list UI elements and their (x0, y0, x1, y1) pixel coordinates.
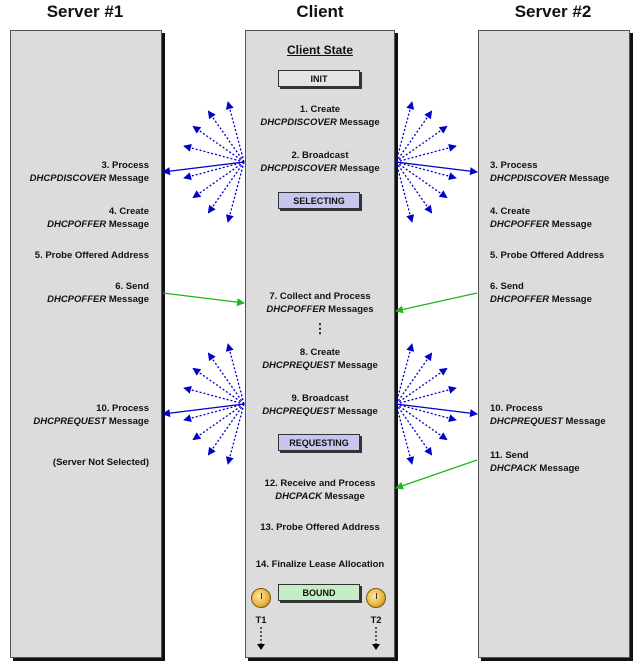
client-step-14: 14. Finalize Lease Allocation (255, 559, 385, 570)
ellipsis: ⋮ (313, 321, 327, 336)
broadcast-dotted-arrow (207, 352, 245, 405)
broadcast-dotted-arrow (207, 161, 245, 214)
server2-header: Server #2 (514, 2, 592, 21)
client-header: Client (296, 2, 344, 21)
server1-header: Server #1 (46, 2, 124, 21)
server2-panel (478, 30, 630, 658)
broadcast-dotted-arrow (395, 352, 433, 405)
broadcast-dotted-arrow (207, 110, 245, 163)
t1-timer-icon (251, 588, 271, 608)
state-requesting: REQUESTING (278, 434, 360, 451)
broadcast-dotted-arrow (207, 403, 245, 456)
t2-label: T2 (370, 615, 382, 626)
client-state-title: Client State (286, 43, 353, 57)
arrow-offer-from-server2 (395, 292, 478, 314)
broadcast-dotted-arrow (395, 403, 433, 456)
state-init: INIT (278, 70, 360, 87)
broadcast-dotted-arrow (192, 367, 245, 405)
arrow-request-to-server2 (395, 403, 478, 418)
server1-panel (10, 30, 162, 658)
arrow-request-to-server1 (162, 403, 245, 418)
broadcast-dotted-arrow (395, 110, 433, 163)
server1-not-selected: (Server Not Selected) (52, 457, 149, 468)
server2-step-5: 5. Probe Offered Address (490, 250, 605, 261)
server1-step-5: 5. Probe Offered Address (34, 250, 149, 261)
t1-label: T1 (255, 615, 267, 626)
state-selecting: SELECTING (278, 192, 360, 209)
state-bound: BOUND (278, 584, 360, 601)
t2-timer-icon (366, 588, 386, 608)
arrow-discover-to-server1 (162, 161, 245, 176)
broadcast-dotted-arrow (395, 125, 448, 163)
client-step-13: 13. Probe Offered Address (260, 522, 380, 533)
arrow-offer-from-server1 (162, 292, 245, 307)
arrow-ack-from-server2 (395, 459, 478, 490)
broadcast-dotted-arrow (395, 161, 433, 214)
arrow-discover-to-server2 (395, 161, 478, 176)
broadcast-dotted-arrow (395, 367, 448, 405)
broadcast-dotted-arrow (192, 125, 245, 163)
client-panel (245, 30, 395, 658)
